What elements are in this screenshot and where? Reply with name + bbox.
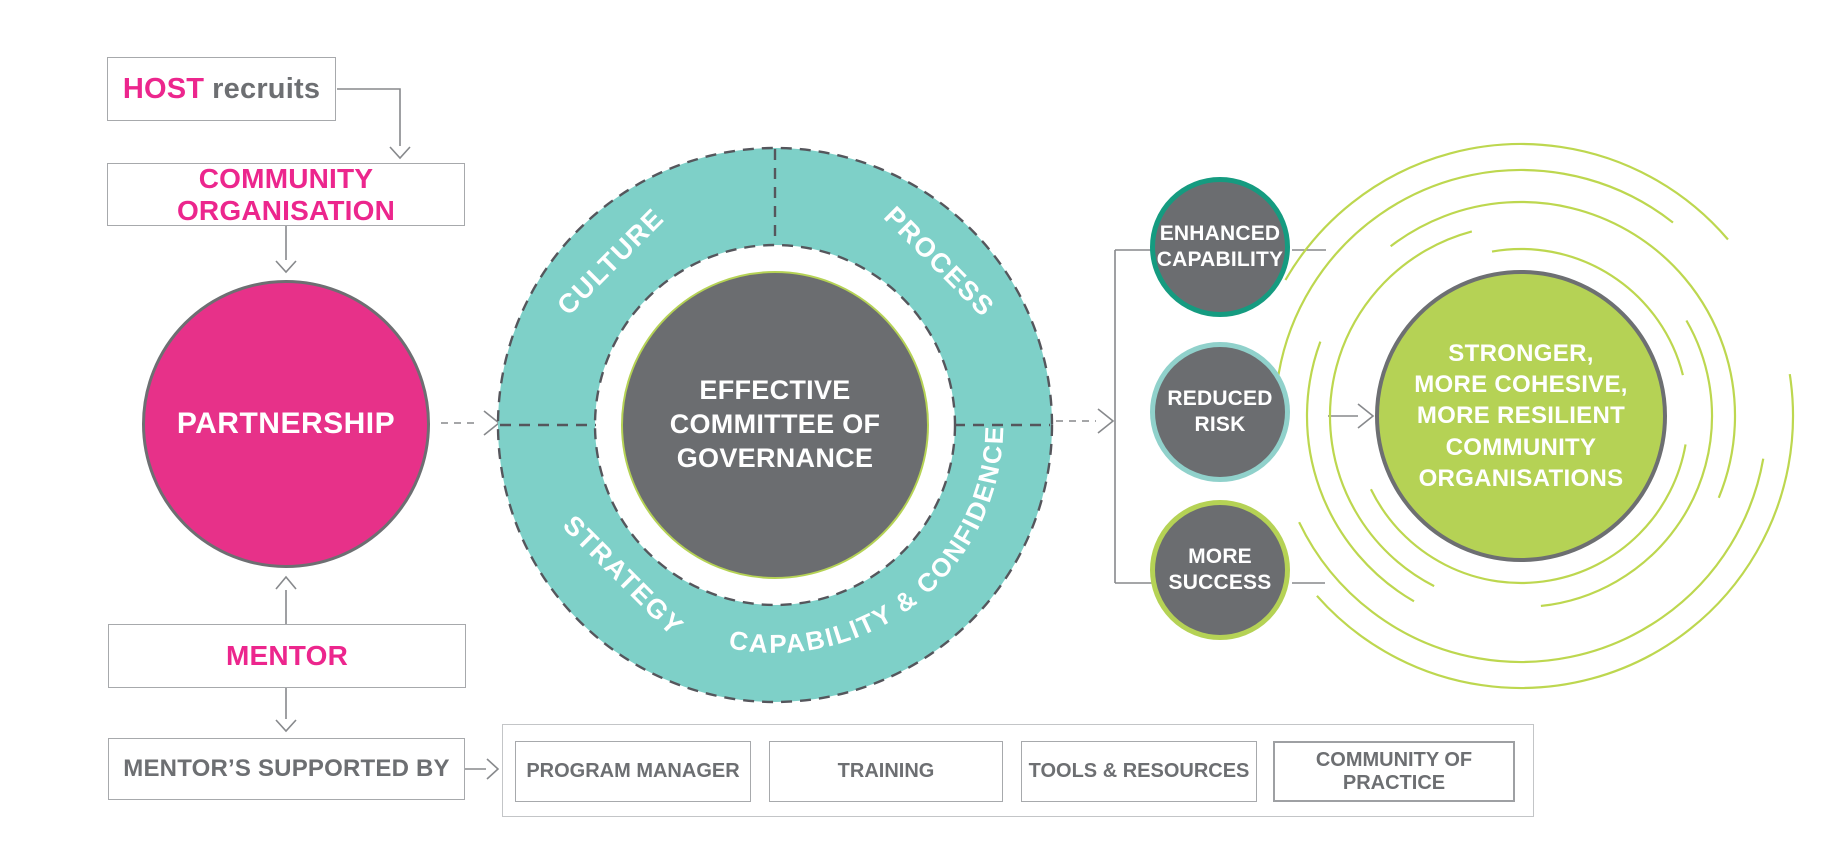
host-recruits-box: HOST recruits — [107, 57, 336, 121]
community-organisation-box: COMMUNITY ORGANISATION — [107, 163, 465, 226]
arrow-down-icon — [389, 146, 411, 160]
arrow-down-icon — [275, 260, 297, 274]
ripple-arc — [1305, 200, 1737, 632]
host-to-community-connector — [337, 88, 401, 146]
enhanced-capability-circle: ENHANCED CAPABILITY — [1150, 177, 1290, 317]
arrow-down-icon — [275, 719, 297, 733]
support-box-community-of-practice: COMMUNITY OF PRACTICE — [1273, 741, 1515, 802]
stronger-organisations-circle: STRONGER, MORE COHESIVE, MORE RESILIENT … — [1375, 270, 1667, 562]
more-success-circle: MORE SUCCESS — [1150, 500, 1290, 640]
governance-donut-outer-dashed-edge — [496, 146, 1054, 704]
effective-committee-circle: EFFECTIVE COMMITTEE OF GOVERNANCE — [621, 271, 929, 579]
support-box-tools-resources: TOOLS & RESOURCES — [1021, 741, 1257, 802]
arrow-right-icon — [486, 758, 500, 780]
arrow-right-icon — [1357, 403, 1375, 429]
host-label: HOST — [122, 72, 205, 105]
mentors-supported-by-box: MENTOR’S SUPPORTED BY — [108, 738, 465, 800]
arrow-right-icon — [483, 410, 501, 436]
arrow-right-icon — [1097, 408, 1115, 434]
reduced-risk-circle: REDUCED RISK — [1150, 342, 1290, 482]
mentor-box: MENTOR — [108, 624, 466, 688]
support-box-program-manager: PROGRAM MANAGER — [515, 741, 751, 802]
ripple-arc — [1328, 223, 1714, 609]
support-box-training: TRAINING — [769, 741, 1003, 802]
recruits-label: recruits — [212, 72, 321, 105]
supports-container: PROGRAM MANAGER TRAINING TOOLS & RESOURC… — [502, 724, 1534, 817]
arrow-up-icon — [275, 575, 297, 590]
partnership-circle: PARTNERSHIP — [142, 280, 430, 568]
